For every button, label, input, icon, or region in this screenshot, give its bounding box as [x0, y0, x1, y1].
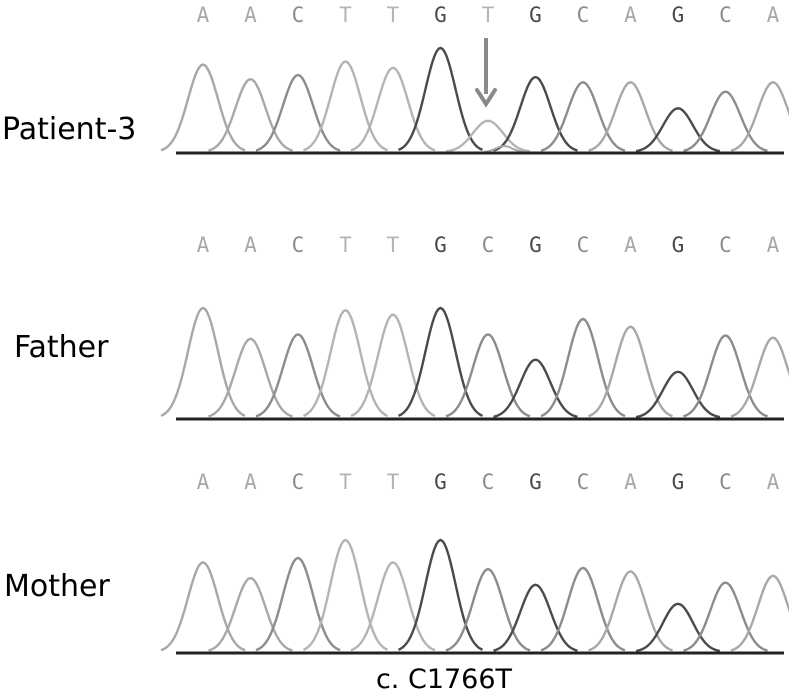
base-letter: G — [672, 470, 685, 494]
base-letter: A — [767, 470, 780, 494]
base-letter: C — [292, 233, 305, 257]
base-letter: A — [197, 470, 210, 494]
base-letter: A — [624, 233, 637, 257]
base-letter: G — [529, 3, 542, 27]
chromatogram-peak — [255, 333, 341, 418]
base-letter: C — [577, 3, 590, 27]
base-letter: C — [482, 470, 495, 494]
base-letter: T — [482, 3, 495, 27]
chromatogram-panel-patient: A A C T T G T G C A G C A Patient-3 — [2, 3, 789, 155]
chromatogram-panel-father: A A C T T G C G C A G C A Father — [14, 233, 789, 421]
chromatogram-peak — [208, 77, 293, 152]
chromatogram-peak — [302, 308, 389, 417]
sample-label-mother: Mother — [4, 569, 110, 604]
chromatogram-peak — [540, 81, 626, 152]
chromatogram-peak — [255, 73, 341, 152]
base-letter: T — [387, 470, 400, 494]
base-letter: T — [339, 233, 352, 257]
chromatogram-peak — [398, 46, 483, 151]
chromatogram-peak — [540, 566, 626, 652]
chromatogram-peak — [730, 574, 789, 652]
chromatogram-peak — [255, 556, 341, 652]
base-letter: G — [434, 470, 447, 494]
base-letter: G — [529, 470, 542, 494]
base-letter: A — [244, 3, 257, 27]
chromatogram-peak — [445, 567, 531, 652]
chromatogram-peak — [683, 90, 768, 152]
chromatogram-peak — [730, 81, 789, 152]
base-letter: T — [387, 3, 400, 27]
base-letter: G — [529, 233, 542, 257]
base-letter: A — [244, 470, 257, 494]
chromatogram-peak — [540, 317, 626, 418]
chromatogram-peak — [445, 333, 531, 418]
chromatogram-peak — [397, 538, 484, 651]
base-letter: T — [339, 3, 352, 27]
chromatogram-peak — [730, 336, 789, 418]
chromatogram-peak — [398, 306, 483, 417]
chromatogram-peak — [350, 66, 436, 152]
base-letter: A — [624, 470, 637, 494]
chromatogram-peak — [302, 538, 389, 651]
base-letter: A — [767, 233, 780, 257]
base-letter: C — [719, 3, 732, 27]
chromatogram-peak — [445, 119, 531, 153]
chromatogram-peak — [350, 313, 436, 417]
chromatogram-peak — [160, 306, 246, 417]
mutation-caption: c. C1766T — [376, 664, 513, 695]
chromatogram-panel-mother: A A C T T G C G C A G C A Mother — [4, 470, 789, 655]
base-letter: T — [387, 233, 400, 257]
chromatogram-trace — [160, 538, 789, 653]
chromatogram-peak — [160, 561, 246, 652]
base-letter: C — [292, 470, 305, 494]
chromatogram-peak — [683, 334, 768, 418]
chromatogram-peak — [588, 570, 673, 652]
base-letter: G — [672, 233, 685, 257]
chromatogram-trace — [160, 46, 789, 153]
chromatogram-peak — [208, 337, 293, 418]
base-letter: A — [244, 233, 257, 257]
chromatogram-peak — [493, 75, 578, 152]
base-letter: T — [339, 470, 352, 494]
chromatogram-peak — [588, 325, 673, 418]
chromatogram-peak — [635, 370, 721, 419]
base-letter: A — [197, 3, 210, 27]
base-letter: C — [292, 3, 305, 27]
base-letter: C — [719, 233, 732, 257]
base-letter: A — [197, 233, 210, 257]
base-letter: C — [577, 470, 590, 494]
arrow-head — [475, 88, 497, 108]
base-letter: G — [434, 233, 447, 257]
sample-label-patient: Patient-3 — [2, 112, 136, 147]
base-letter: A — [624, 3, 637, 27]
chromatogram-peak — [160, 63, 246, 152]
chromatogram-peak — [350, 561, 436, 652]
chromatogram-peak — [303, 60, 388, 152]
base-letter: C — [577, 233, 590, 257]
base-letter: G — [672, 3, 685, 27]
chromatogram-peak — [493, 583, 578, 652]
base-letter: G — [434, 3, 447, 27]
chromatogram-peak — [683, 581, 768, 652]
chromatogram-peak — [635, 602, 721, 653]
base-letter: A — [767, 3, 780, 27]
base-letter: C — [482, 233, 495, 257]
base-letter: C — [719, 470, 732, 494]
down-arrow-icon — [475, 38, 497, 108]
chromatogram-trace — [160, 306, 789, 419]
chromatogram-peak — [208, 576, 293, 652]
sample-label-father: Father — [14, 330, 109, 365]
chromatogram-peak — [635, 107, 721, 153]
chromatogram-peak — [588, 81, 673, 152]
secondary-peak — [483, 144, 525, 153]
chromatogram-peak — [493, 358, 578, 418]
